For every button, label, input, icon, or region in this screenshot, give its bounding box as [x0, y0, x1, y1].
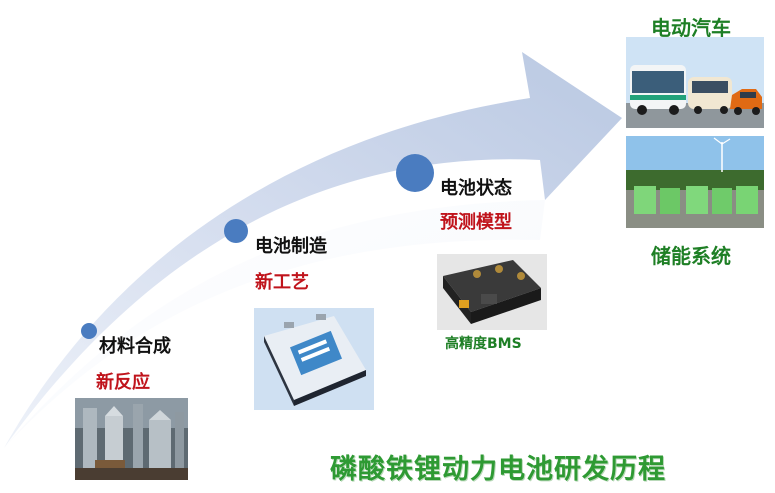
- battery-cell-photo: [254, 308, 374, 410]
- stage-1-title: 材料合成: [99, 336, 171, 357]
- stage-node-1: [81, 323, 97, 339]
- arrow-inner-band: [4, 200, 545, 448]
- bms-module-photo: [437, 254, 547, 330]
- stage-1-subtitle: 新反应: [96, 372, 150, 393]
- factory-photo: [75, 398, 188, 480]
- app-label-storage: 储能系统: [651, 244, 731, 268]
- stage-3-subtitle: 预测模型: [440, 212, 512, 233]
- energy-storage-photo: [626, 136, 764, 228]
- progress-arrow: [4, 52, 622, 448]
- stage-3-title: 电池状态: [440, 178, 512, 199]
- main-title: 磷酸铁锂动力电池研发历程: [330, 454, 666, 485]
- stage-node-3: [396, 154, 434, 192]
- stage-node-2: [224, 219, 248, 243]
- electric-vehicles-photo: [626, 37, 764, 128]
- stage-2-subtitle: 新工艺: [255, 272, 309, 293]
- stage-2-title: 电池制造: [255, 236, 327, 257]
- bms-caption: 高精度BMS: [445, 336, 522, 352]
- app-label-ev: 电动汽车: [651, 16, 731, 40]
